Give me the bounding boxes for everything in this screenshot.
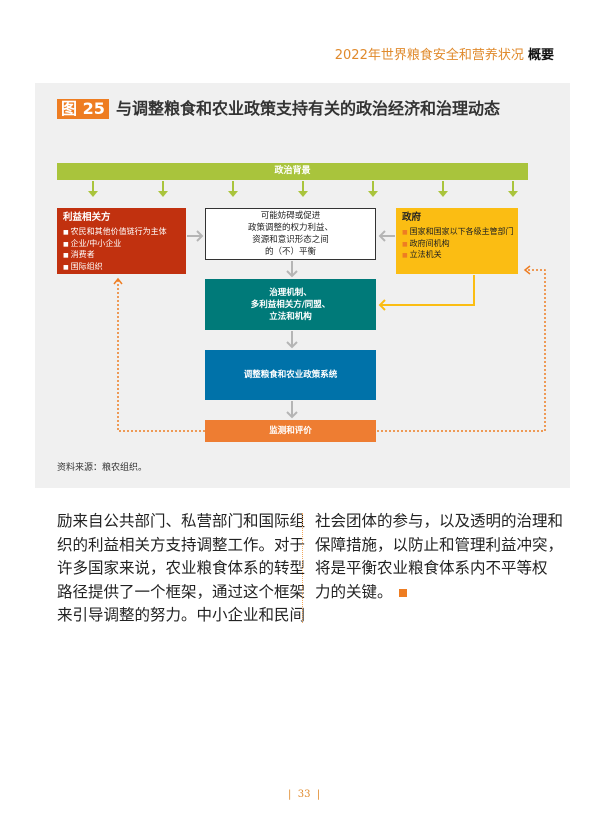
political-context-bar: 政治背景 xyxy=(57,163,528,180)
feedback-arrowheads xyxy=(113,265,531,285)
text-line: 许多国家来说，农业粮食体系的转型 xyxy=(57,559,306,577)
figure-number: 25 xyxy=(82,99,105,118)
section-label: 概要 xyxy=(527,48,554,63)
box-line: 资源和意识形态之间 xyxy=(252,235,329,245)
arrow-down-icon xyxy=(228,181,238,197)
figure-badge: 图 25 xyxy=(57,99,109,119)
list-item: 立法机关 xyxy=(402,250,442,262)
government-box: 政府 国家和国家以下各级主管部门 政府间机构 立法机关 xyxy=(396,208,518,274)
list-item: 国家和国家以下各级主管部门 xyxy=(402,227,514,239)
governance-box: 治理机制、 多利益相关方/同盟、 立法和机构 xyxy=(205,279,376,330)
connector-arrows xyxy=(113,230,546,432)
page-number: | 33 | xyxy=(288,789,321,800)
list-item: 政府间机构 xyxy=(402,239,450,251)
monitoring-box: 监测和评价 xyxy=(205,420,376,442)
figure-title: 与调整粮食和农业政策支持有关的政治经济和治理动态 xyxy=(116,99,501,118)
body-left-column: 励来自公共部门、私营部门和国际组 织的利益相关方支持调整工作。对于 许多国家来说… xyxy=(57,510,305,628)
body-right-column: 社会团体的参与，以及透明的治理和 保障措施，以防止和管理利益冲突， 将是平衡农业… xyxy=(315,510,563,604)
arrow-down-icon xyxy=(368,181,378,197)
text-line: 织的利益相关方支持调整工作。对于 xyxy=(57,535,306,554)
report-title: 2022年世界粮食安全和营养状况 xyxy=(334,48,524,63)
page-number-value: 33 xyxy=(297,789,311,800)
text-line: 保障措施，以防止和管理利益冲突， xyxy=(315,535,564,554)
box-line: 监测和评价 xyxy=(269,426,312,436)
text-line: 社会团体的参与，以及透明的治理和 xyxy=(315,512,564,530)
arrow-down-icon xyxy=(298,181,308,197)
text-line: 励来自公共部门、私营部门和国际组 xyxy=(57,512,306,530)
box-line: 多利益相关方/同盟、 xyxy=(250,299,331,310)
box-line: 调整粮食和农业政策系统 xyxy=(243,370,338,380)
stakeholders-title: 利益相关方 xyxy=(63,212,111,223)
government-arrow xyxy=(378,275,475,311)
box-line: 立法和机构 xyxy=(269,311,312,322)
power-balance-box: 可能妨碍或促进 政策调整的权力利益、 资源和意识形态之间 的（不）平衡 xyxy=(205,208,376,260)
government-title: 政府 xyxy=(402,212,422,223)
text-line: 来引导调整的努力。中小企业和民间 xyxy=(57,606,306,624)
figure-badge-label: 图 xyxy=(61,99,78,118)
end-mark-icon xyxy=(398,588,407,597)
arrow-down-icon xyxy=(88,181,98,197)
list-item: 消费者 xyxy=(63,250,95,262)
list-item: 国际组织 xyxy=(63,262,103,274)
text-line: 力的关键。 xyxy=(315,582,393,601)
box-line: 的（不）平衡 xyxy=(264,247,316,257)
list-item: 企业/中小企业 xyxy=(63,239,122,251)
column-divider xyxy=(302,513,303,623)
arrow-down-icon xyxy=(438,181,448,197)
box-line: 政策调整的权力利益、 xyxy=(247,223,333,233)
stakeholders-box: 利益相关方 农民和其他价值链行为主体 企业/中小企业 消费者 国际组织 xyxy=(57,208,186,274)
list-item: 农民和其他价值链行为主体 xyxy=(63,227,167,239)
policy-system-box: 调整粮食和农业政策系统 xyxy=(205,350,376,400)
figure-source: 资料来源：粮农组织。 xyxy=(57,463,148,473)
running-header: 2022年世界粮食安全和营养状况 概要 xyxy=(335,44,554,63)
gray-arrows xyxy=(187,230,395,419)
box-line: 治理机制、 xyxy=(269,287,312,298)
arrow-down-icon xyxy=(158,181,168,197)
box-line: 可能妨碍或促进 xyxy=(260,211,321,221)
feedback-loop xyxy=(117,269,546,432)
text-line: 路径提供了一个框架，通过这个框架 xyxy=(57,582,306,601)
arrow-down-icon xyxy=(508,181,518,197)
text-line: 将是平衡农业粮食体系内不平等权 xyxy=(315,559,548,577)
